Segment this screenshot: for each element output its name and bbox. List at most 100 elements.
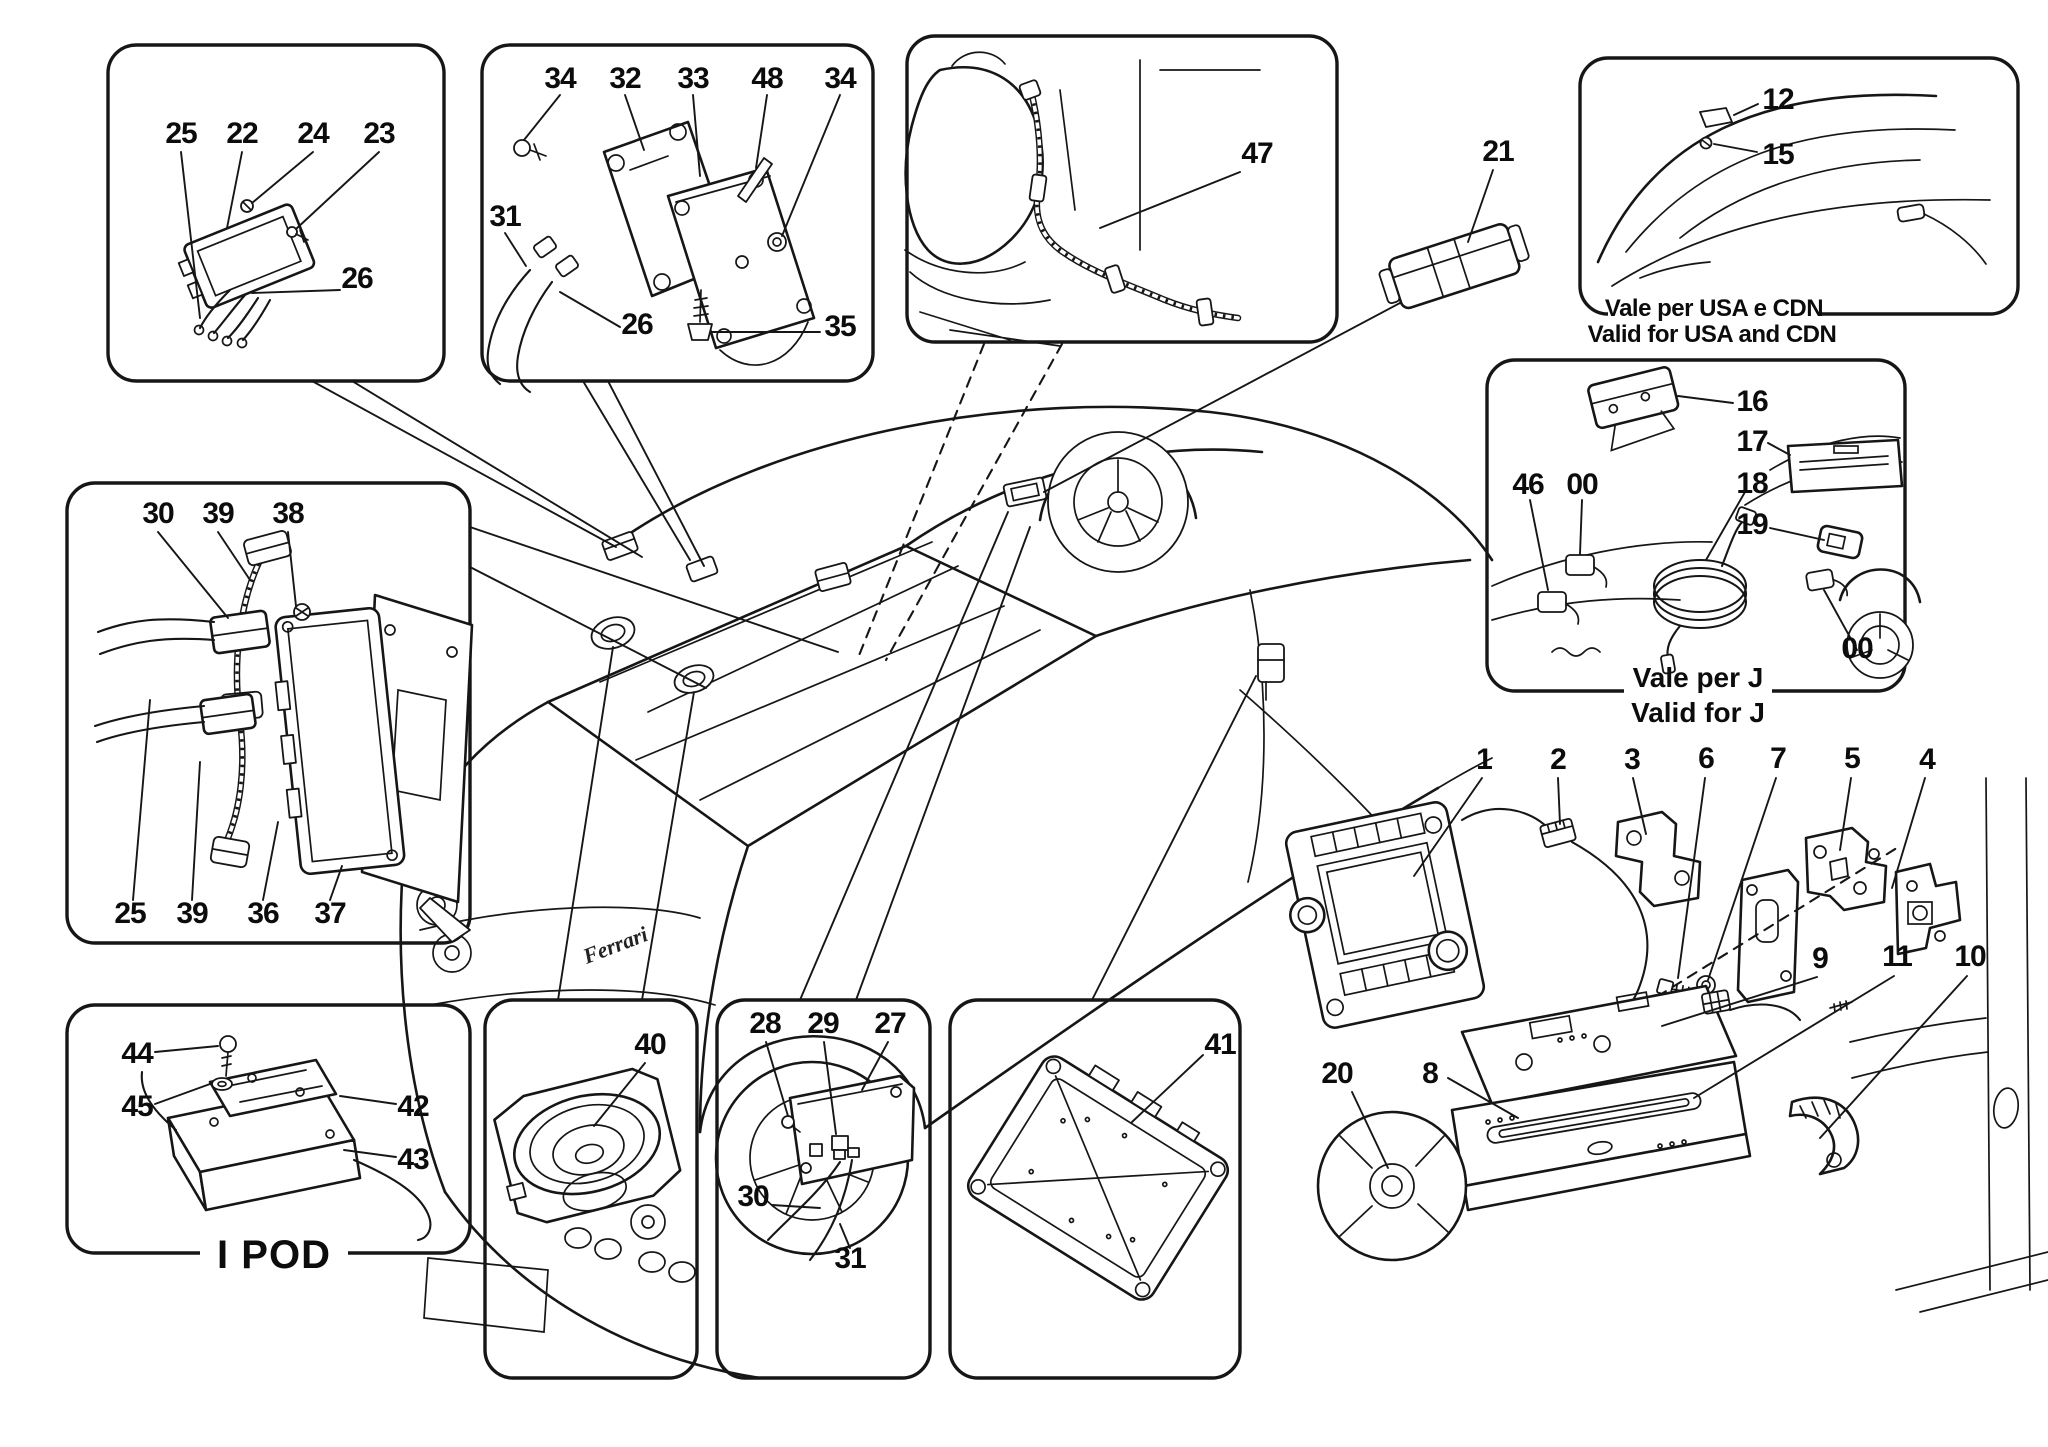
- bracket-4: [1894, 862, 1962, 956]
- callout-22: 22: [226, 117, 258, 150]
- callout-25b: 25: [114, 897, 146, 930]
- callout-5: 5: [1844, 742, 1860, 775]
- strap-10: [1788, 1096, 1860, 1176]
- callout-11: 11: [1882, 940, 1912, 973]
- inset-box-usa-cdn: 12 15 Vale per USA e CDN Valid for USA a…: [1578, 56, 2020, 348]
- ipod-unit-43: [166, 1084, 362, 1212]
- screw-23: [286, 226, 309, 243]
- callout-17: 17: [1736, 425, 1768, 458]
- callout-00b: 00: [1841, 632, 1873, 665]
- callout-20: 20: [1321, 1057, 1353, 1090]
- callout-15: 15: [1762, 138, 1794, 171]
- callout-43: 43: [397, 1143, 429, 1176]
- callout-3: 3: [1624, 743, 1640, 776]
- callout-28: 28: [749, 1007, 781, 1040]
- shelf-speaker-left: [590, 616, 636, 650]
- screw-38-target: [293, 603, 311, 621]
- callout-34b: 34: [824, 62, 857, 95]
- callout-25: 25: [165, 117, 197, 150]
- spacer-48: [737, 157, 773, 203]
- module-wires: [193, 288, 272, 349]
- inset-box-j: 16 17 18 19 46 00 00 Vale per J Valid fo…: [1485, 358, 1922, 728]
- amplifier-ecu-41: [966, 1055, 1230, 1301]
- console-module-21: 21: [1378, 135, 1530, 310]
- callout-39b: 39: [176, 897, 208, 930]
- gps-antenna-00a: [1565, 554, 1608, 588]
- callout-40: 40: [634, 1028, 666, 1061]
- callout-31: 31: [489, 200, 521, 233]
- amp-wires-30-31: [766, 1147, 860, 1262]
- screw-24: [240, 199, 254, 213]
- antenna-amplifier-27: [788, 1074, 916, 1186]
- callout-2: 2: [1550, 743, 1566, 776]
- callout-16: 16: [1736, 385, 1768, 418]
- callout-27: 27: [874, 1007, 906, 1040]
- cowl-module-b: [685, 555, 719, 583]
- callout-00a: 00: [1566, 468, 1598, 501]
- inset-box-speaker: 40: [483, 998, 699, 1380]
- roof-antenna-12: [1699, 107, 1733, 128]
- callout-44: 44: [121, 1037, 154, 1070]
- bracket-5: [1804, 826, 1888, 912]
- connector-25: [93, 692, 257, 744]
- callout-47: 47: [1241, 137, 1273, 170]
- radio-display-unit: [1284, 801, 1486, 1029]
- speaker-40: [493, 1067, 682, 1224]
- cable-coil-18: [1652, 506, 1757, 675]
- callout-30: 30: [142, 497, 174, 530]
- callout-36: 36: [247, 897, 279, 930]
- caption-valid-j: Valid for J: [1631, 697, 1765, 728]
- stud-bolt: [1829, 1000, 1853, 1013]
- caption-ipod: I POD: [217, 1233, 331, 1277]
- door-sill-bracket: [1257, 643, 1285, 701]
- callout-39: 39: [202, 497, 234, 530]
- callout-34: 34: [544, 62, 577, 95]
- ferrari-script-badge: Ferrari: [579, 921, 652, 969]
- screw-15: [1699, 136, 1713, 150]
- callout-33: 33: [677, 62, 709, 95]
- callout-24: 24: [297, 117, 330, 150]
- mounting-plate-33: [666, 166, 816, 366]
- callout-26b: 26: [621, 308, 653, 341]
- callout-9: 9: [1812, 942, 1828, 975]
- head-unit-cluster: 1 2 3 6 7 5 4 9 11 10 20 8: [1284, 742, 1987, 1262]
- navigation-ecu-36: [274, 606, 406, 876]
- callout-37: 37: [314, 897, 346, 930]
- gps-antenna-46: [1537, 591, 1580, 625]
- remote-19: [1816, 524, 1864, 560]
- leader-lines: [311, 302, 1401, 1001]
- cabin-module: [814, 562, 852, 592]
- cd-disc: [1316, 1110, 1468, 1262]
- cd-changer-17: [1786, 438, 1904, 494]
- caption-vale-usa: Vale per USA e CDN: [1605, 295, 1823, 322]
- inset-box-ipod: 44 45 42 43 I POD: [65, 1003, 472, 1277]
- inset-box-antenna-amp: 28 29 27 30 31: [715, 998, 932, 1380]
- callout-42: 42: [397, 1090, 429, 1123]
- callout-32: 32: [609, 62, 641, 95]
- screw-34a: [513, 139, 547, 161]
- inset-box-module: 25 22 24 23 26: [106, 43, 446, 383]
- inset-box-cable: 47: [904, 34, 1339, 347]
- callout-46: 46: [1512, 468, 1544, 501]
- harness-cable-47: [1018, 79, 1242, 327]
- bracket-3: [1614, 810, 1702, 908]
- callout-12: 12: [1762, 83, 1794, 116]
- callout-19: 19: [1736, 508, 1768, 541]
- callout-4: 4: [1919, 743, 1936, 776]
- callout-8: 8: [1422, 1057, 1438, 1090]
- callout-29: 29: [807, 1007, 839, 1040]
- car-roof-art: [1596, 93, 1991, 287]
- gps-antenna-00b: [1805, 568, 1848, 597]
- cd-player-unit: [1450, 984, 1802, 1212]
- screw-44: [219, 1035, 237, 1077]
- callout-41: 41: [1204, 1028, 1236, 1061]
- caption-valid-usa: Valid for USA and CDN: [1588, 321, 1837, 348]
- inset-box-ecu-plates: 34 32 33 48 34 31 26 35: [480, 43, 875, 394]
- callout-18: 18: [1736, 467, 1768, 500]
- washer-45: [211, 1077, 233, 1091]
- callout-10: 10: [1954, 940, 1986, 973]
- bracket-7: [1736, 868, 1800, 1004]
- callout-48: 48: [751, 62, 783, 95]
- seat-art: [904, 51, 1261, 347]
